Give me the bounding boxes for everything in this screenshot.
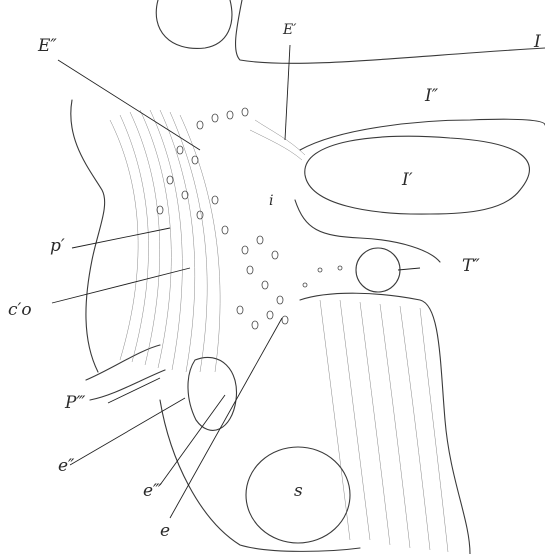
label-c-prime-o: c′o (8, 302, 32, 319)
i2-region-outline (300, 119, 545, 150)
label-i-small: i (269, 194, 273, 208)
label-i-double-prime: I″ (425, 88, 438, 105)
label-p-prime: p′ (50, 238, 65, 255)
label-t-double-prime: T″ (462, 258, 480, 275)
lower-outline (300, 293, 470, 554)
upper-outline (156, 0, 232, 48)
ventral-outline (295, 200, 440, 262)
left-outline (71, 100, 105, 372)
label-e: e (160, 523, 170, 540)
label-e-triple-prime: e‴ (143, 483, 162, 500)
e3-structure (188, 357, 237, 430)
floor-outline (160, 400, 360, 551)
label-p-triple-prime: P‴ (65, 395, 85, 412)
label-e-double-prime-small: e″ (58, 458, 74, 475)
label-i-prime: I′ (402, 172, 413, 189)
i1-outline (305, 136, 530, 214)
leader-lines (52, 45, 420, 518)
t2-body (356, 248, 400, 292)
label-s: s (294, 483, 303, 500)
upper-lobe-outline (236, 0, 545, 63)
label-e-double-prime: E″ (38, 38, 57, 55)
label-e-prime: E′ (283, 23, 296, 37)
label-edge-i: I (534, 34, 541, 51)
